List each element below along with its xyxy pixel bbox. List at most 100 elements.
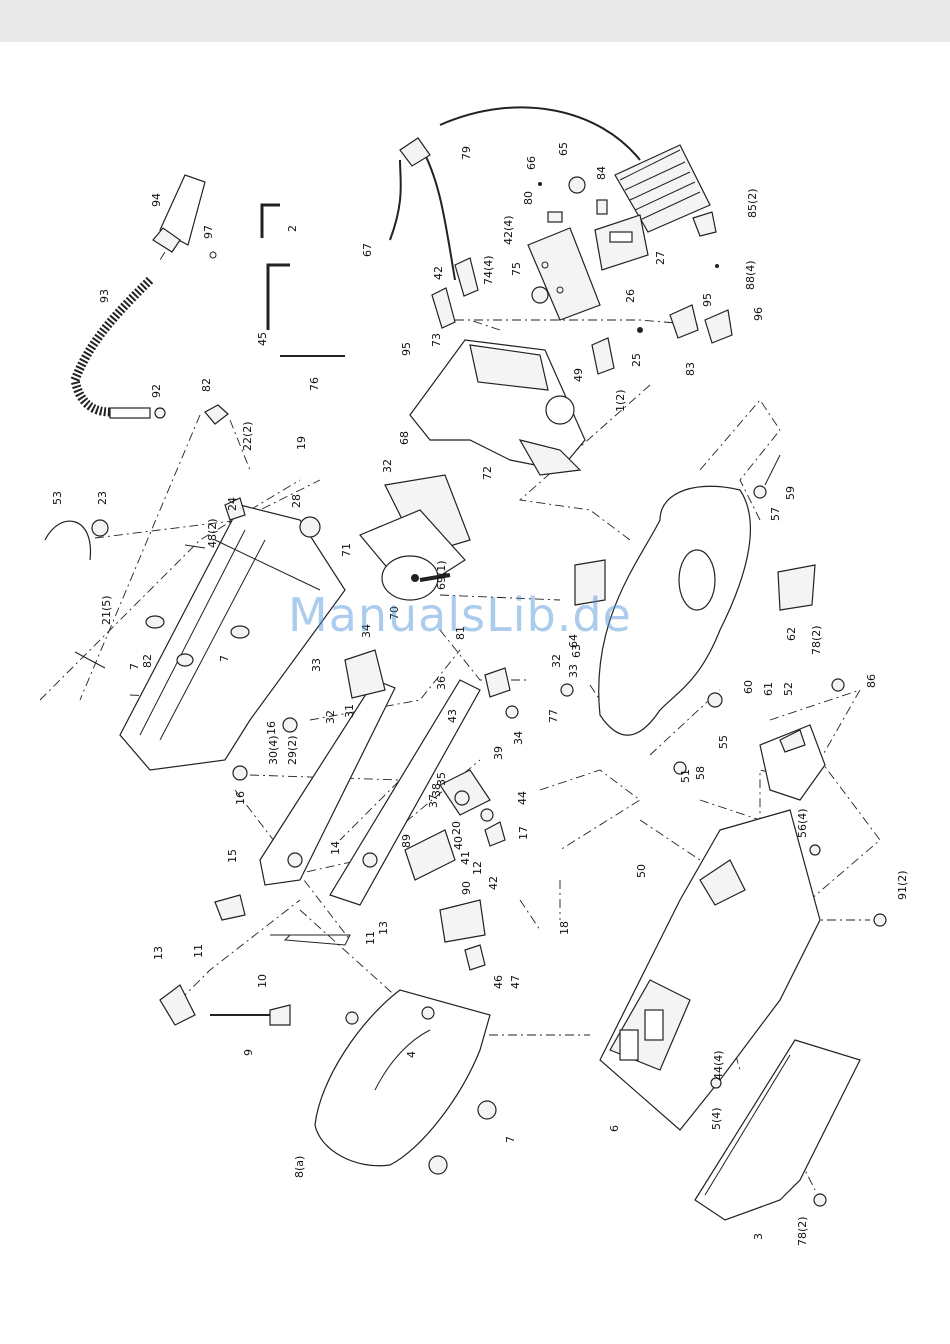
side-panel	[694, 1039, 861, 1221]
callout-label: 35	[435, 772, 448, 786]
callout-label: 77	[547, 709, 560, 723]
callout-label: 44(4)	[712, 1050, 725, 1080]
callout-label: 43	[446, 709, 459, 723]
callout-labels: 94 97 93 92 82 2 45 76 79 67 66 65 80 84…	[51, 142, 909, 1246]
callout-label: 34	[360, 624, 373, 638]
callout-label: 46	[492, 975, 505, 989]
switch-box	[527, 176, 733, 375]
callout-label: 61	[762, 682, 775, 696]
callout-label: 13	[152, 946, 165, 960]
callout-label: 53	[51, 491, 64, 505]
motor	[359, 474, 471, 601]
callout-label: 7	[218, 655, 231, 662]
callout-label: 1(2)	[614, 389, 627, 412]
callout-label: 69(1)	[435, 560, 448, 590]
callout-label: 33	[310, 658, 323, 672]
callout-label: 52	[782, 682, 795, 696]
callout-label: 27	[654, 251, 667, 265]
callout-label: 86	[865, 674, 878, 688]
callout-label: 78(2)	[796, 1216, 809, 1246]
callout-label: 5(4)	[710, 1107, 723, 1130]
callout-label: 39	[492, 746, 505, 760]
callout-label: 93	[98, 289, 111, 303]
callout-label: 16	[265, 721, 278, 735]
callout-label: 42(4)	[502, 215, 515, 245]
callout-label: 49	[572, 368, 585, 382]
flexible-shaft	[70, 276, 229, 425]
callout-label: 11	[192, 944, 205, 958]
upper-blade-arm	[259, 649, 396, 886]
callout-label: 65	[557, 142, 570, 156]
callout-label: 37	[427, 794, 440, 808]
callout-label: 90	[460, 881, 473, 895]
callout-label: 47	[509, 975, 522, 989]
hex-keys	[260, 203, 345, 357]
callout-label: 71	[340, 543, 353, 557]
callout-label: 34	[512, 731, 525, 745]
callout-label: 55	[717, 735, 730, 749]
callout-label: 30(4)	[267, 735, 280, 765]
callout-label: 14	[329, 841, 342, 855]
callout-label: 9	[242, 1049, 255, 1056]
upper-arm-frame	[44, 497, 346, 771]
callout-label: 32	[381, 459, 394, 473]
callout-label: 74(4)	[482, 255, 495, 285]
callout-label: 25	[630, 353, 643, 367]
callout-label: 79	[460, 146, 473, 160]
callout-label: 85(2)	[746, 188, 759, 218]
callout-label: 16	[234, 791, 247, 805]
callout-label: 13	[377, 921, 390, 935]
callout-label: 24	[226, 497, 239, 511]
callout-label: 33	[567, 664, 580, 678]
callout-label: 56(4)	[796, 808, 809, 838]
callout-label: 80	[522, 191, 535, 205]
callout-label: 15	[226, 849, 239, 863]
callout-label: 19	[295, 436, 308, 450]
base-cabinet	[599, 809, 887, 1131]
callout-label: 31	[343, 704, 356, 718]
callout-label: 59	[784, 486, 797, 500]
callout-label: 75	[510, 262, 523, 276]
callout-label: 68	[398, 431, 411, 445]
callout-label: 51	[679, 769, 692, 783]
callout-label: 23	[96, 491, 109, 505]
callout-label: 70	[388, 606, 401, 620]
callout-label: 20	[450, 821, 463, 835]
motor-housing	[409, 339, 586, 476]
callout-label: 95	[701, 293, 714, 307]
callout-label: 95	[400, 342, 413, 356]
callout-label: 89	[400, 834, 413, 848]
callout-label: 82	[200, 378, 213, 392]
foot-pedal-assembly	[389, 106, 711, 329]
handpiece-assembly	[152, 174, 217, 259]
callout-label: 4	[405, 1051, 418, 1058]
saw-table	[574, 454, 816, 736]
callout-label: 41	[459, 851, 472, 865]
callout-label: 82	[141, 654, 154, 668]
callout-label: 84	[595, 166, 608, 180]
callout-label: 50	[635, 864, 648, 878]
callout-label: 40	[452, 836, 465, 850]
callout-label: 63	[570, 644, 583, 658]
callout-label: 42	[432, 266, 445, 280]
callout-label: 38	[430, 783, 443, 797]
callout-label: 28	[290, 494, 303, 508]
callout-label: 83	[684, 362, 697, 376]
callout-label: 64	[567, 634, 580, 648]
callout-label: 57	[769, 507, 782, 521]
watermark: ManualsLib.de	[288, 588, 632, 642]
callout-label: 18	[558, 921, 571, 935]
callout-label: 67	[361, 243, 374, 257]
callout-label: 60	[742, 680, 755, 694]
callout-label: 26	[624, 289, 637, 303]
callout-label: 72	[481, 466, 494, 480]
callout-label: 3	[752, 1233, 765, 1240]
callout-label: 22(2)	[241, 421, 254, 451]
callout-label: 45	[256, 332, 269, 346]
callout-label: 17	[517, 826, 530, 840]
callout-label: 48(2)	[206, 518, 219, 548]
callout-label: 58	[694, 766, 707, 780]
motor-bracket	[560, 678, 845, 801]
callout-label: 8(a)	[293, 1156, 306, 1178]
callout-label: 11	[364, 931, 377, 945]
